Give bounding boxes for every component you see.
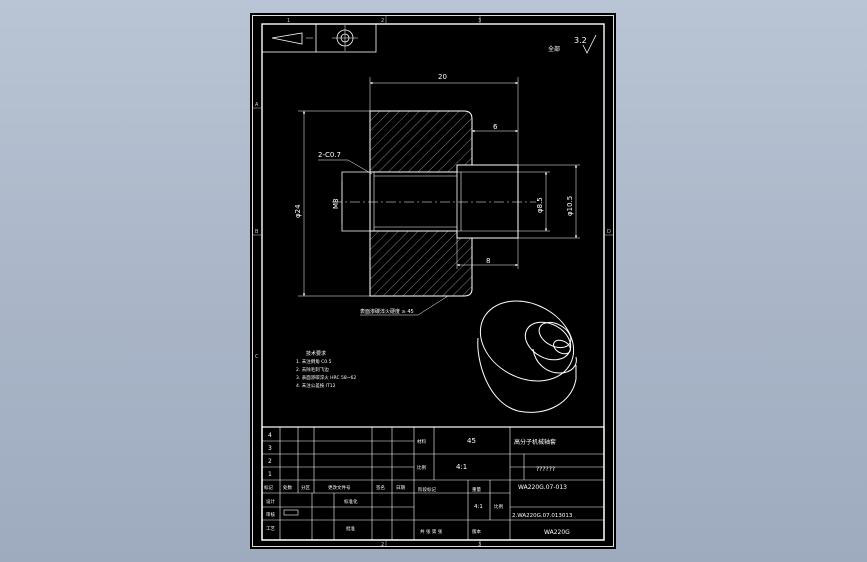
dim-dia-thread: M8	[332, 199, 340, 210]
title-block	[261, 426, 605, 541]
zone-letter-d: D	[607, 229, 611, 235]
scale2-label: 比例	[494, 503, 503, 510]
part-name: 高分子机械轴套	[514, 438, 556, 446]
dim-chamfer: 2-C0.7	[318, 151, 341, 159]
zone-number-bottom-2: 2	[381, 542, 384, 548]
header-sign: 签名	[376, 484, 385, 491]
zone-letter-b: B	[255, 229, 259, 235]
dim-length-right: 6	[493, 123, 498, 131]
row-design: 设计	[266, 498, 275, 505]
zone-number-bottom-3: 3	[478, 542, 481, 548]
dimensions	[298, 77, 580, 316]
stage-mark: 阶段标记	[418, 486, 436, 493]
rev-number: 1	[268, 471, 272, 478]
dim-dia-outer: φ24	[294, 204, 302, 218]
zone-number-1: 1	[287, 18, 290, 24]
sheets-label: 共 张 第 张	[420, 528, 443, 535]
rev-number: 2	[268, 458, 272, 465]
material-value: 45	[467, 437, 476, 445]
material-label: 材料	[417, 438, 426, 445]
dim-dia-mid: φ8.5	[536, 197, 544, 213]
tech-note-line: 1. 未注倒角 C0.5	[296, 358, 332, 365]
tech-notes: 技术要求 1. 未注倒角 C0.5 2. 去除毛刺飞边 3. 表面渗碳淬火 HR…	[296, 350, 356, 389]
rev-number: 3	[268, 445, 272, 452]
drawing-number: WA220G.07-013	[518, 484, 567, 491]
row-approve: 批准	[346, 525, 355, 532]
dim-length-total: 20	[438, 73, 447, 81]
roughness-value: 3.2	[574, 36, 587, 45]
zone-number-2: 2	[381, 18, 384, 24]
tech-note-line: 4. 未注公差按 IT12	[296, 382, 336, 389]
isometric-view	[477, 300, 577, 413]
row-check: 审核	[266, 511, 275, 518]
code-a: ??????	[536, 466, 555, 473]
outer-frame	[252, 15, 614, 547]
dim-length-bottom: 8	[486, 257, 490, 265]
dim-dia-right: φ10.5	[566, 196, 574, 216]
roughness-check-icon	[582, 34, 597, 54]
sheet-count: 4:1	[474, 504, 483, 510]
header-zone: 分区	[301, 484, 310, 491]
annotation-leader-text: 表面渗碳淬火硬度 ≥ 45	[360, 308, 414, 315]
header-count: 处数	[283, 484, 292, 491]
roughness-symbol: 3.2 全部	[548, 34, 597, 54]
truncated-cone-icon	[271, 32, 303, 45]
row-std: 标准化	[344, 498, 358, 505]
weight-label: 重量	[472, 486, 481, 493]
projection-symbol	[261, 23, 377, 53]
model-code: WA220G	[544, 529, 570, 536]
tech-notes-title: 技术要求	[306, 350, 326, 357]
header-doc: 更改文件号	[328, 484, 351, 491]
drawing-number-full: 2.WA220G.07.013013	[512, 513, 573, 519]
rev-number: 4	[268, 432, 272, 439]
version-label: 版本	[472, 528, 481, 535]
tech-note-line: 2. 去除毛刺飞边	[296, 366, 329, 373]
tech-note-line: 3. 表面渗碳淬火 HRC 58~62	[296, 374, 356, 381]
zone-number-3: 3	[478, 18, 481, 24]
row-process: 工艺	[266, 526, 275, 532]
roughness-note: 全部	[548, 45, 560, 53]
drawing-sheet: 1 2 3 2 3 A B C D 3.2 全部	[250, 13, 616, 549]
zone-letter-c: C	[255, 354, 259, 360]
section-view	[332, 110, 536, 297]
header-mark: 标记	[264, 484, 273, 491]
scale-label: 比例	[417, 464, 426, 471]
drawing-canvas: 1 2 3 2 3 A B C D 3.2 全部	[252, 15, 614, 548]
scale-value: 4:1	[456, 463, 467, 471]
header-date: 日期	[396, 485, 405, 491]
zone-letter-a: A	[255, 102, 259, 108]
